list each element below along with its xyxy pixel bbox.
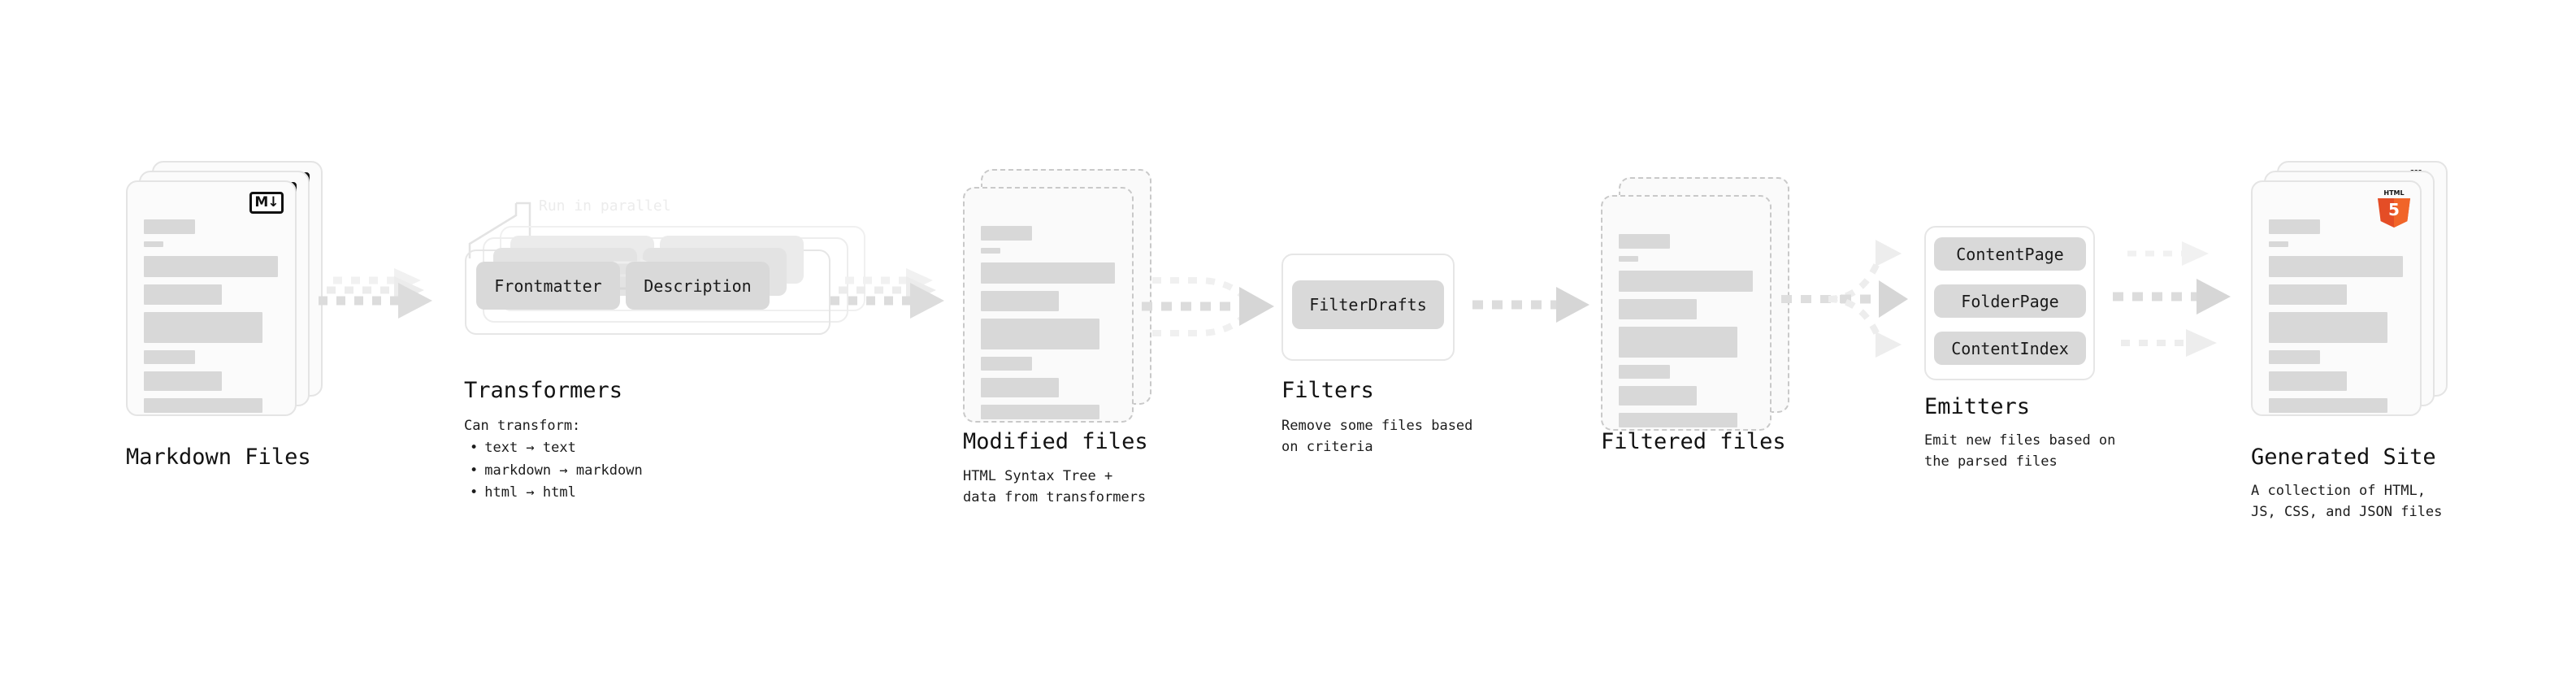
emitters-group [1924, 226, 2095, 380]
generated-site-subtitle: A collection of HTML, JS, CSS, and JSON … [2251, 483, 2443, 520]
connector-modified-to-filters [1142, 277, 1274, 336]
connector-filtered-to-emitters [1781, 240, 1908, 358]
transformer-chip-description[interactable]: Description [626, 262, 770, 310]
modified-file-card-front [963, 187, 1134, 423]
emitters-chip-contentpage[interactable]: ContentPage [1934, 237, 2086, 271]
markdown-file-card-front: M↓ [126, 180, 297, 416]
transformers-bullet-1: markdown → markdown [470, 460, 642, 483]
filtered-files-title: Filtered files [1601, 429, 1786, 454]
html5-badge-word: HTML [2383, 189, 2405, 197]
html5-badge-icon: HTML 5 [2378, 189, 2410, 228]
transformers-bullet-0: text → text [470, 437, 643, 460]
file-content-placeholder [2269, 219, 2405, 420]
html5-badge-number: 5 [2388, 200, 2400, 219]
markdown-badge-icon: M↓ [249, 192, 284, 214]
filters-title: Filters [1281, 378, 1374, 403]
modified-files-subtitle: HTML Syntax Tree + data from transformer… [963, 468, 1147, 505]
filters-group [1281, 254, 1455, 361]
connector-md-to-transformers [319, 268, 432, 319]
connector-transformers-to-modified [830, 268, 944, 319]
transformers-title: Transformers [464, 378, 623, 403]
run-in-parallel-label: Run in parallel [539, 197, 671, 215]
filters-subtitle: Remove some files based on criteria [1281, 418, 1473, 455]
emitters-chip-folderpage[interactable]: FolderPage [1934, 284, 2086, 318]
connector-filters-to-filtered [1472, 287, 1589, 323]
file-content-placeholder [1619, 234, 1755, 435]
emitters-title: Emitters [1924, 394, 2031, 419]
transformers-subtitle: Can transform: [464, 418, 581, 434]
filters-chip-filterdrafts[interactable]: FilterDrafts [1292, 280, 1444, 329]
transformer-chip-frontmatter[interactable]: Frontmatter [476, 262, 620, 310]
transformers-bullet-2: html → html [470, 482, 643, 505]
file-content-placeholder [981, 226, 1117, 427]
generated-file-card-html: HTML 5 [2251, 180, 2422, 416]
connector-emitters-to-site [2113, 241, 2231, 357]
generated-site-title: Generated Site [2251, 445, 2436, 470]
html5-shield-inner [2394, 198, 2410, 228]
transformers-bullet-list: text → text markdown → markdown html → h… [470, 437, 643, 505]
emitters-chip-contentindex[interactable]: ContentIndex [1934, 332, 2086, 365]
markdown-files-title: Markdown Files [126, 445, 311, 470]
emitters-subtitle: Emit new files based on the parsed files [1924, 432, 2116, 470]
file-content-placeholder [144, 219, 280, 420]
markdown-badge-label: M↓ [249, 192, 284, 214]
filtered-file-card-front [1601, 195, 1772, 431]
modified-files-title: Modified files [963, 429, 1148, 454]
